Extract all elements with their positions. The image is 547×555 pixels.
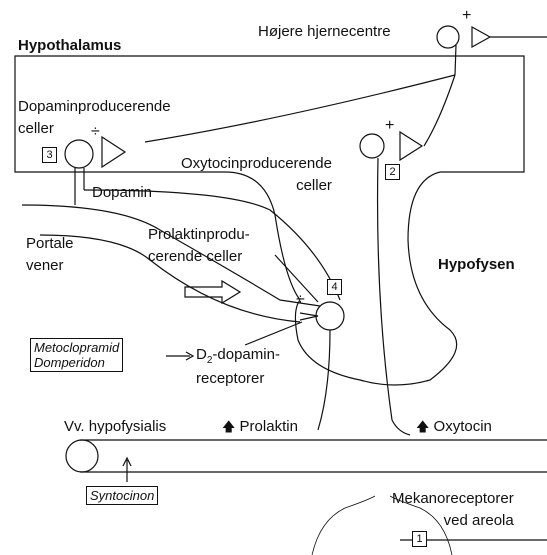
metoclopramid-box: Metoclopramid Domperidon [30,338,123,372]
d2-receptor-label: D2-dopamin- receptorer [196,346,280,388]
arrow-up-icon: 🡅 [416,419,429,434]
step-number-1: 1 [412,531,427,547]
prolactin-cells-label: Prolaktinprodu- cerende celler [148,224,250,268]
dopamine-neuron [65,140,93,168]
vein-tube [80,440,547,472]
hypothalamus-label: Hypothalamus [18,37,121,55]
prolactin-release: 🡅 Prolaktin [222,418,298,436]
portal-veins-label: Portale vener [26,233,74,277]
prolactin-label: Prolaktin [240,418,298,435]
minus-sign-prolactin: ÷ [296,292,305,308]
minus-sign-dopamine: ÷ [91,124,100,140]
plus-sign-higher: + [462,8,471,24]
syntocinon-box: Syntocinon [86,486,158,505]
plus-sign-oxytocin: + [385,118,394,134]
prolactin-cell [316,302,344,330]
step-number-4: 4 [327,279,342,295]
step-number-3: 3 [42,147,57,163]
vv-hypophysialis-label: Vv. hypofysialis [64,418,166,436]
oxytocin-label: Oxytocin [434,418,492,435]
dopamine-label: Dopamin [92,184,152,202]
higher-centers-label: Højere hjernecentre [258,23,391,41]
oxytocin-release: 🡅 Oxytocin [416,418,492,436]
step-number-2: 2 [385,164,400,180]
oxytocin-cells-label: Oxytocinproducerende celler [181,153,332,197]
arrow-up-icon: 🡅 [222,419,235,434]
higher-centers-neuron [437,26,459,48]
oxytocin-neuron [360,134,384,158]
d2-suffix: -dopamin- receptorer [196,346,280,387]
hypophysis-label: Hypofysen [438,256,515,274]
mechanoreceptors-label: Mekanoreceptorer ved areola [392,488,514,532]
d2-prefix: D [196,346,207,363]
